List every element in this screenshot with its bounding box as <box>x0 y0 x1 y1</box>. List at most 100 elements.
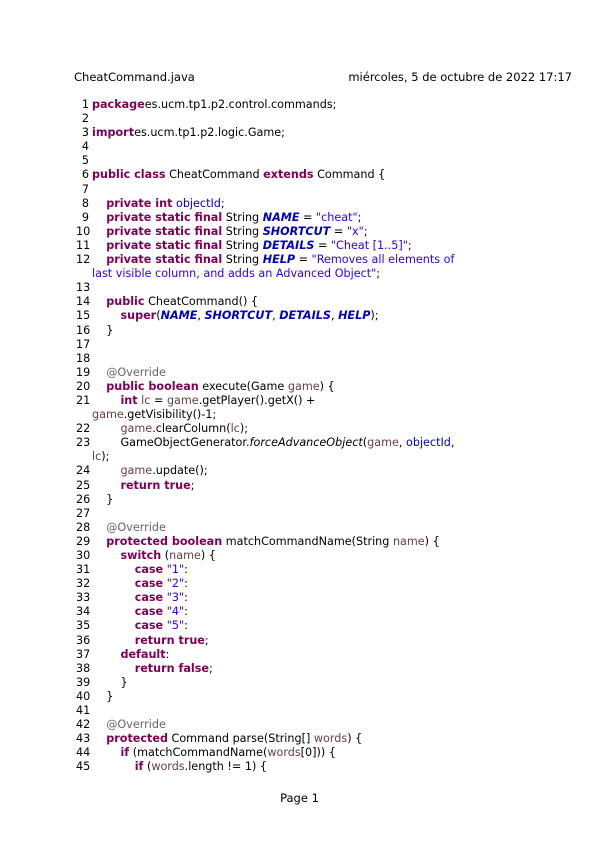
code-content: public boolean execute(Game game) { <box>92 379 334 394</box>
code-text: : <box>184 577 188 591</box>
code-text <box>92 535 106 548</box>
line-number: 5 <box>81 154 89 168</box>
code-text <box>92 295 106 308</box>
code-content: case "1": <box>92 563 188 577</box>
code-content: private int objectId; <box>92 196 225 211</box>
page-number: Page 1 <box>280 791 319 805</box>
code-text: ) { <box>347 732 363 746</box>
variable-name: lc <box>92 450 102 464</box>
code-content: switch (name) { <box>92 549 215 563</box>
code-line: 41 <box>76 704 576 718</box>
line-number: 12 <box>76 253 91 267</box>
line-number: 13 <box>76 281 91 295</box>
line-number: 20 <box>76 379 91 393</box>
line-number: 23 <box>76 436 91 450</box>
keyword: return false <box>134 661 209 675</box>
code-text: ; <box>220 196 225 210</box>
code-text: , <box>197 309 205 323</box>
code-line: 36 return true; <box>76 634 576 648</box>
variable-name: game <box>120 422 153 436</box>
code-text: : <box>165 647 170 661</box>
code-text <box>92 549 120 562</box>
keyword: import <box>92 126 135 140</box>
keyword: public <box>106 295 145 309</box>
code-text: ; <box>190 478 195 492</box>
code-content: return false; <box>92 662 213 676</box>
keyword: case <box>134 605 164 619</box>
code-text <box>92 253 106 266</box>
variable-name: game <box>92 408 124 422</box>
keyword: private static final <box>106 210 223 224</box>
keyword: package <box>92 98 145 111</box>
line-number: 19 <box>76 365 91 379</box>
code-text <box>92 366 106 379</box>
keyword: if <box>120 746 130 760</box>
code-text: } <box>92 675 128 689</box>
code-text: execute(Game <box>198 379 288 393</box>
code-text <box>92 239 106 252</box>
code-text: es.ucm.tp1.p2.logic.Game; <box>134 126 285 140</box>
code-content: importes.ucm.tp1.p2.logic.Game; <box>92 126 285 140</box>
code-text: .update(); <box>152 464 208 478</box>
variable-name: words <box>313 732 348 746</box>
code-text <box>92 309 120 322</box>
code-text: .clearColumn( <box>152 422 231 436</box>
code-text: String <box>222 224 263 238</box>
code-text: ; <box>376 267 381 281</box>
line-number: 21 <box>76 393 91 407</box>
code-line: 42 @Override <box>76 718 576 732</box>
code-content: @Override <box>92 521 166 535</box>
variable-name: name <box>392 534 425 548</box>
line-number: 31 <box>76 563 91 577</box>
line-number: 28 <box>76 520 91 534</box>
line-number: 7 <box>81 182 89 196</box>
keyword: super <box>120 309 157 323</box>
code-line: 30 switch (name) { <box>76 549 576 563</box>
code-line: 18 <box>76 352 576 366</box>
line-number: 34 <box>76 605 91 619</box>
code-text <box>92 760 135 773</box>
code-line: 5 <box>76 154 576 168</box>
constant-name: DETAILS <box>279 309 331 323</box>
code-content: private static final String DETAILS = "C… <box>92 239 411 253</box>
code-text <box>92 225 106 238</box>
code-text: , <box>398 436 406 450</box>
line-number: 17 <box>76 337 91 351</box>
code-text: ( <box>156 309 161 323</box>
line-number: 8 <box>81 196 89 210</box>
code-line: 33 case "3": <box>76 591 576 605</box>
code-text: GameObjectGenerator. <box>92 436 250 450</box>
code-line: 4 <box>76 140 576 154</box>
code-content: int lc = game.getPlayer().getX() + <box>92 394 315 408</box>
code-line: 21 int lc = game.getPlayer().getX() + <box>76 394 576 408</box>
code-content: } <box>92 675 128 690</box>
keyword: protected <box>106 732 168 746</box>
code-text <box>92 211 106 224</box>
code-line: 16 } <box>76 324 576 338</box>
code-content: case "3": <box>92 591 188 605</box>
code-text <box>92 479 120 492</box>
variable-name: lc <box>230 422 240 436</box>
line-number: 44 <box>76 746 91 760</box>
variable-name: game <box>166 393 199 407</box>
code-text: } <box>92 323 114 337</box>
file-name: CheatCommand.java <box>74 70 195 84</box>
code-text: : <box>184 591 188 605</box>
line-number: 10 <box>76 224 91 238</box>
line-number: 11 <box>76 238 91 252</box>
code-line: 38 return false; <box>76 662 576 676</box>
code-line: 23 GameObjectGenerator.forceAdvanceObjec… <box>76 436 576 450</box>
line-number: 18 <box>76 351 91 365</box>
field-name: objectId <box>175 196 221 210</box>
code-text <box>92 718 106 731</box>
line-number: 35 <box>76 619 91 633</box>
code-line: 14 public CheatCommand() { <box>76 295 576 309</box>
code-text: ; <box>208 661 213 675</box>
code-text: ; <box>363 224 368 238</box>
annotation: @Override <box>106 365 166 379</box>
line-number: 38 <box>76 661 91 675</box>
code-text: : <box>184 619 188 633</box>
string-literal: "3" <box>166 591 185 605</box>
